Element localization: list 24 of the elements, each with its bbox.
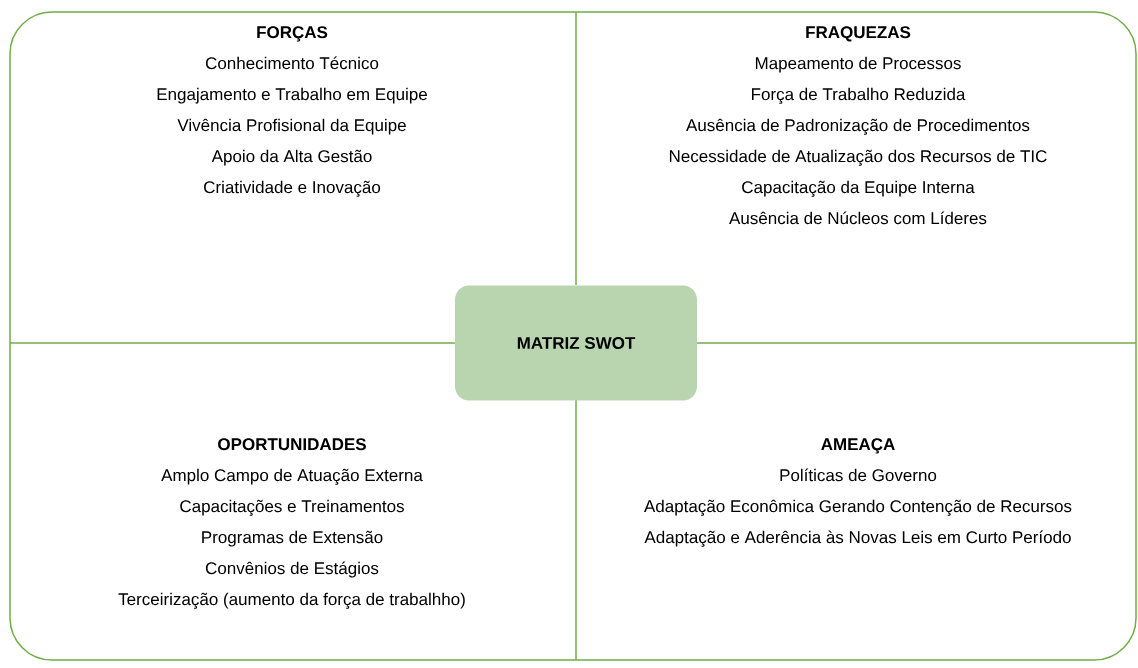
list-item: Amplo Campo de Atuação Externa [161,468,423,485]
title-box: MATRIZ SWOT [455,285,697,401]
list-item: Necessidade de Atualização dos Recursos de TIC [669,149,1047,166]
list-item: Conhecimento Técnico [205,56,379,70]
list-item: Capacitações e Treinamentos [180,499,404,516]
list-item: Capacitação da Equipe Interna [742,180,975,197]
list-item: Programas de Extensão [202,530,383,547]
quadrant-heading: FORÇAS [257,26,328,42]
quadrant-heading: OPORTUNIDADES [218,438,366,451]
quadrant-heading: AMEAÇA [821,438,895,454]
list-item: Apoio da Alta Gestão [211,149,372,166]
list-item: Mapeamento de Processos [755,56,961,73]
quadrant-heading: FRAQUEZAS [806,26,911,42]
list-item: Força de Trabalho Reduzida [752,87,966,104]
list-item: Ausência de Núcleos com Líderes [729,211,987,225]
list-item: Adaptação Econômica Gerando Contenção de Recursos [644,499,1072,516]
list-item: Criatividade e Inovação [204,180,381,197]
list-item: Políticas de Governo [780,468,937,482]
list-item: Convênios de Estágios [205,561,379,578]
list-item: Adaptação e Aderência às Novas Leis em Curto Período [644,530,1071,547]
list-item: Ausência de Padronização de Procedimentos [686,118,1030,135]
list-item: Engajamento e Trabalho em Equipe [157,87,427,104]
list-item: Vivência Profisional da Equipe [177,118,406,135]
list-item: Terceirização (aumento da força de trabalhho) [118,592,465,609]
